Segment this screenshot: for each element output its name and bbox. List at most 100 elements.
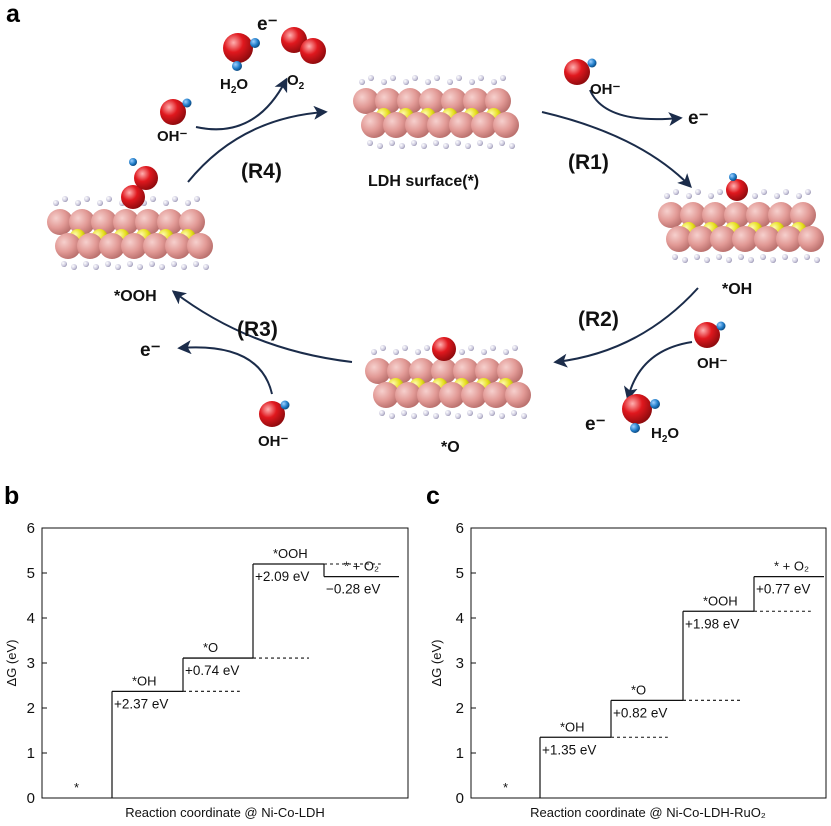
hydrogen-atom — [402, 345, 408, 351]
ni-co-atom — [658, 202, 684, 228]
ni-co-atom — [409, 358, 435, 384]
hydrogen-atom — [664, 193, 670, 199]
hydroxide-r3 — [259, 400, 290, 427]
energy-level-label: *O — [203, 640, 218, 655]
hydrogen-atom — [424, 345, 430, 351]
hydrogen-atom — [137, 264, 143, 270]
hydrogen-atom — [193, 261, 199, 267]
hydrogen-atom — [433, 413, 439, 419]
hydrogen-atom — [115, 264, 121, 270]
ni-co-atom — [790, 202, 816, 228]
arrow-r3-electron — [177, 340, 273, 395]
hydrogen-atom — [491, 79, 497, 85]
plot-frame-c — [470, 527, 827, 799]
hydrogen-atom — [455, 413, 461, 419]
hydrogen-atom — [469, 79, 475, 85]
hydrogen-atom — [93, 264, 99, 270]
hydrogen-atom — [359, 79, 365, 85]
free-energy-step: −0.28 eV — [326, 582, 380, 597]
ldh-slab-o — [365, 345, 531, 419]
hydroxide-label-r3: OH⁻ — [258, 433, 289, 450]
hydrogen-atom — [425, 79, 431, 85]
free-energy-step: +0.82 eV — [613, 705, 667, 720]
ni-co-atom — [463, 88, 489, 114]
hydroxide-label-r4: OH⁻ — [157, 128, 188, 145]
water-r4 — [223, 33, 260, 71]
ni-co-atom — [746, 202, 772, 228]
hydrogen-atom — [521, 413, 527, 419]
ldh-slab-ooh — [47, 196, 213, 270]
hydrogen-atom — [411, 413, 417, 419]
ni-co-atom — [353, 88, 379, 114]
ni-co-atom — [441, 88, 467, 114]
hydrogen-atom — [389, 140, 395, 146]
hydrogen-atom — [481, 349, 487, 355]
ni-co-atom — [69, 209, 95, 235]
ldh-slab-oh — [658, 189, 824, 263]
energy-labels-c: **OH+1.35 eV*O+0.82 eV*OOH+1.98 eV* + O₂… — [503, 559, 810, 795]
y-tick-label: 5 — [456, 565, 464, 582]
hydrogen-atom — [403, 79, 409, 85]
hydrogen-atom — [399, 143, 405, 149]
hydrogen-atom — [84, 196, 90, 202]
hydrogen-atom — [672, 254, 678, 260]
y-tick-label: 5 — [27, 565, 35, 582]
y-tick-label: 2 — [27, 700, 35, 717]
hydrogen-atom — [423, 410, 429, 416]
hydrogen-atom — [421, 143, 427, 149]
hydrogen-atom — [804, 254, 810, 260]
energy-chart-c: ΔG (eV) Reaction coordinate @ Ni-Co-LDH-… — [429, 520, 827, 820]
arrow-r2-electron — [623, 341, 693, 401]
hydrogen-atom — [163, 200, 169, 206]
ni-co-atom — [724, 202, 750, 228]
hydrogen-atom — [203, 264, 209, 270]
hydrogen-atom — [467, 410, 473, 416]
hydrogen-atom — [760, 254, 766, 260]
hydrogen-atom — [368, 75, 374, 81]
y-tick-label: 6 — [456, 520, 464, 537]
adsorbate-o — [432, 337, 456, 361]
hydrogen-atom — [468, 345, 474, 351]
arrow-r1-electron — [589, 89, 683, 127]
cycle-arrows — [171, 77, 699, 401]
ni-co-atom — [417, 382, 443, 408]
y-axis-label-c: ΔG (eV) — [429, 640, 444, 687]
ni-co-atom — [688, 226, 714, 252]
panel-b-letter: b — [4, 482, 19, 510]
arrow-r4 — [187, 105, 328, 183]
hydrogen-atom — [459, 349, 465, 355]
energy-level-label: *OOH — [703, 593, 738, 608]
ni-co-atom — [365, 358, 391, 384]
energy-level-label: *OOH — [273, 546, 308, 561]
panel-c-letter: c — [426, 482, 440, 510]
adsorbate-oh — [726, 173, 748, 201]
intermediate-label-ooh: *OOH — [114, 288, 157, 305]
hydrogen-atom — [456, 75, 462, 81]
hydrogen-atom — [75, 200, 81, 206]
ni-co-atom — [666, 226, 692, 252]
hydrogen-atom — [774, 193, 780, 199]
ni-co-atom — [461, 382, 487, 408]
oxygen-molecule-r4 — [281, 27, 326, 64]
electron-label-r4: e⁻ — [257, 14, 278, 35]
hydrogen-atom — [708, 193, 714, 199]
hydrogen-atom — [443, 143, 449, 149]
hydroxide-r1 — [564, 58, 597, 85]
electron-label-r1: e⁻ — [688, 108, 709, 129]
ni-co-atom — [143, 233, 169, 259]
energy-level-label: * — [503, 780, 508, 795]
free-energy-step: +0.77 eV — [756, 582, 810, 597]
hydrogen-atom — [106, 196, 112, 202]
hydrogen-atom — [380, 345, 386, 351]
energy-level-label: * + O₂ — [344, 559, 379, 574]
energy-level-label: * — [74, 780, 79, 795]
ni-co-atom — [453, 358, 479, 384]
hydrogen-atom — [477, 413, 483, 419]
hydrogen-atom — [159, 264, 165, 270]
hydrogen-atom — [477, 140, 483, 146]
hydrogen-atom — [377, 143, 383, 149]
arrow-r4-products — [195, 77, 288, 131]
ldh-slab-surface — [353, 75, 519, 149]
hydrogen-atom — [433, 140, 439, 146]
hydrogen-atom — [490, 345, 496, 351]
